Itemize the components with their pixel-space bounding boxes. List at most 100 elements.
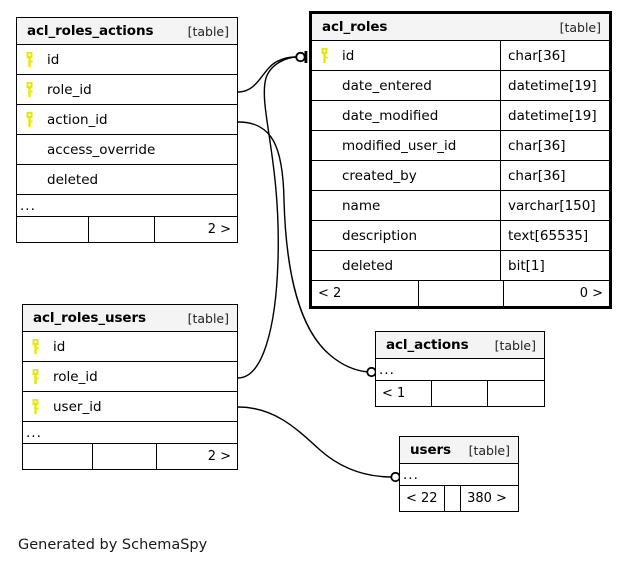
key-slot: [31, 399, 53, 414]
primary-key-icon: [32, 399, 39, 414]
column-label: deleted: [47, 171, 99, 188]
cardinality-marker-rel-roles-actions-role-id: [295, 51, 308, 63]
footer-cell-0: < 2: [318, 286, 342, 301]
more-columns-indicator-users[interactable]: ...: [400, 464, 518, 486]
column-label: id: [47, 51, 60, 68]
column-label: date_entered: [342, 77, 432, 94]
more-columns-indicator-acl_roles_actions[interactable]: ...: [17, 195, 237, 217]
table-title: acl_roles_actions: [27, 23, 154, 39]
column-row-acl_roles_users-id[interactable]: id: [23, 332, 237, 362]
column-datatype-cell: bit[1]: [500, 251, 609, 280]
key-slot: [320, 48, 342, 63]
key-slot: [25, 112, 47, 127]
column-row-acl_roles_users-role_id[interactable]: role_id: [23, 362, 237, 392]
footer-cell-2: 380 >: [460, 486, 518, 511]
column-name-cell: deleted: [17, 165, 237, 194]
column-label: action_id: [47, 111, 108, 128]
table-title: acl_roles_users: [33, 310, 146, 326]
table-title: users: [410, 442, 451, 458]
column-datatype-cell: text[65535]: [500, 221, 609, 250]
column-label: access_override: [47, 141, 156, 158]
footer-cell-0: < 22: [406, 491, 438, 506]
column-label: id: [53, 338, 66, 355]
table-box-users[interactable]: users [table]... < 22 380 >: [399, 436, 519, 512]
footer-cell-2: [486, 381, 544, 406]
table-footer-acl_roles_users: 2 >: [23, 444, 237, 469]
key-slot: [31, 369, 53, 384]
primary-key-icon: [26, 112, 33, 127]
table-header-acl_roles_actions: acl_roles_actions [table]: [17, 18, 237, 45]
column-label: user_id: [53, 398, 102, 415]
table-box-acl_roles_actions[interactable]: acl_roles_actions [table] id role_id action_…: [16, 17, 238, 243]
table-footer-acl_actions: < 1: [376, 381, 544, 406]
table-title: acl_actions: [386, 337, 469, 353]
footer-cell-1: [418, 281, 503, 306]
column-row-acl_roles-description[interactable]: description text[65535]: [312, 221, 609, 251]
column-label: role_id: [53, 368, 98, 385]
column-name-cell: created_by: [312, 161, 500, 190]
column-row-acl_roles_users-user_id[interactable]: user_id: [23, 392, 237, 422]
column-row-acl_roles_actions-role_id[interactable]: role_id: [17, 75, 237, 105]
column-name-cell: modified_user_id: [312, 131, 500, 160]
column-row-acl_roles-id[interactable]: id char[36]: [312, 41, 609, 71]
column-name-cell: date_entered: [312, 71, 500, 100]
cardinality-marker-rel-roles-users-role-id: [295, 51, 308, 63]
table-header-users: users [table]: [400, 437, 518, 464]
table-type-tag: [table]: [468, 442, 510, 458]
table-footer-users: < 22 380 >: [400, 486, 518, 511]
column-name-cell: id: [17, 45, 237, 74]
column-name-cell: name: [312, 191, 500, 220]
column-row-acl_roles_actions-id[interactable]: id: [17, 45, 237, 75]
primary-key-icon: [26, 52, 33, 67]
column-row-acl_roles_actions-deleted[interactable]: deleted: [17, 165, 237, 195]
column-label: date_modified: [342, 107, 439, 124]
table-type-tag: [table]: [187, 23, 229, 39]
key-slot: [31, 339, 53, 354]
generator-caption: Generated by SchemaSpy: [18, 537, 208, 553]
column-row-acl_roles_actions-access_override[interactable]: access_override: [17, 135, 237, 165]
column-label: description: [342, 227, 418, 244]
column-name-cell: role_id: [23, 362, 237, 391]
column-label: id: [342, 47, 355, 64]
footer-cell-0: [23, 444, 92, 469]
column-datatype-cell: varchar[150]: [500, 191, 609, 220]
column-name-cell: date_modified: [312, 101, 500, 130]
more-columns-indicator-acl_roles_users[interactable]: ...: [23, 422, 237, 444]
column-name-cell: user_id: [23, 392, 237, 421]
column-name-cell: description: [312, 221, 500, 250]
more-columns-indicator-acl_actions[interactable]: ...: [376, 359, 544, 381]
primary-key-icon: [32, 369, 39, 384]
key-slot: [25, 82, 47, 97]
footer-cell-1: [431, 381, 486, 406]
table-type-tag: [table]: [494, 337, 536, 353]
footer-cell-1: [92, 444, 155, 469]
column-label: role_id: [47, 81, 92, 98]
footer-cell-2: 0 >: [503, 281, 609, 306]
table-box-acl_roles_users[interactable]: acl_roles_users [table] id role_id user_id..…: [22, 304, 238, 470]
table-box-acl_actions[interactable]: acl_actions [table]...< 1: [375, 331, 545, 407]
table-type-tag: [table]: [187, 310, 229, 326]
table-footer-acl_roles_actions: 2 >: [17, 217, 237, 242]
column-label: created_by: [342, 167, 417, 184]
column-name-cell: deleted: [312, 251, 500, 280]
column-name-cell: action_id: [17, 105, 237, 134]
column-name-cell: id: [23, 332, 237, 361]
footer-cell-2: 2 >: [155, 444, 237, 469]
column-datatype-cell: char[36]: [500, 41, 609, 70]
footer-cell-2: 2 >: [153, 217, 237, 242]
footer-cell-0: [17, 217, 88, 242]
relationship-line-rel-roles-actions-role-id: [237, 56, 298, 93]
table-header-acl_roles: acl_roles[table]: [312, 14, 609, 41]
column-datatype-cell: char[36]: [500, 131, 609, 160]
key-slot: [25, 52, 47, 67]
table-header-acl_actions: acl_actions [table]: [376, 332, 544, 359]
column-row-acl_roles_actions-action_id[interactable]: action_id: [17, 105, 237, 135]
